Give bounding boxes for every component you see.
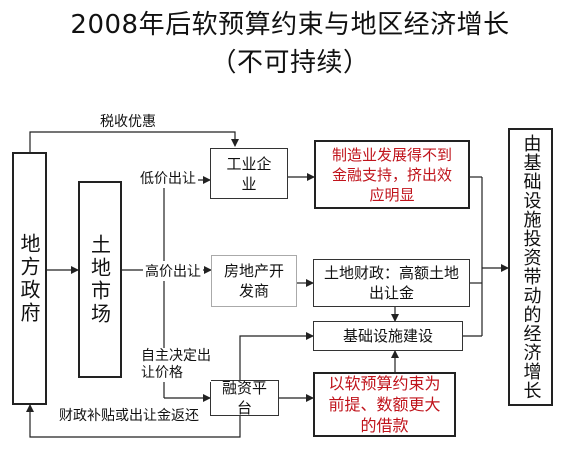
diagram-subtitle: （不可持续） bbox=[210, 48, 370, 78]
low-price-label: 低价出让 bbox=[138, 168, 198, 188]
soft-budget-loan-box: 以软预算约束为前提、数额更大的借款 bbox=[313, 372, 456, 437]
land-market-box: 土地市场 bbox=[78, 181, 122, 378]
self-pricing-label: 自主决定出让价格 bbox=[141, 348, 211, 382]
infrastructure-box: 基础设施建设 bbox=[313, 321, 463, 351]
tax-incentive-label: 税收优惠 bbox=[98, 111, 158, 131]
economic-growth-box: 由基础设施投资带动的经济增长 bbox=[508, 128, 553, 406]
subsidy-return-label: 财政补贴或出让金返还 bbox=[57, 405, 201, 425]
subsidy-return-arrow bbox=[26, 404, 241, 438]
financing-to-infra-arrow bbox=[239, 332, 314, 380]
real-estate-developer-box: 房地产开发商 bbox=[211, 255, 297, 307]
land-finance-box: 土地财政：高额土地出让金 bbox=[313, 259, 470, 307]
local-government-box: 地方政府 bbox=[12, 152, 47, 405]
high-price-label: 高价出让 bbox=[143, 261, 203, 281]
financing-platform-box: 融资平台 bbox=[210, 379, 279, 417]
industrial-enterprise-box: 工业企业 bbox=[210, 148, 288, 199]
diagram-title: 2008年后软预算约束与地区经济增长 bbox=[70, 10, 510, 40]
manufacturing-crowdout-box: 制造业发展得不到金融支持，挤出效应明显 bbox=[314, 140, 470, 209]
tax-incentive-arrow bbox=[29, 131, 239, 152]
